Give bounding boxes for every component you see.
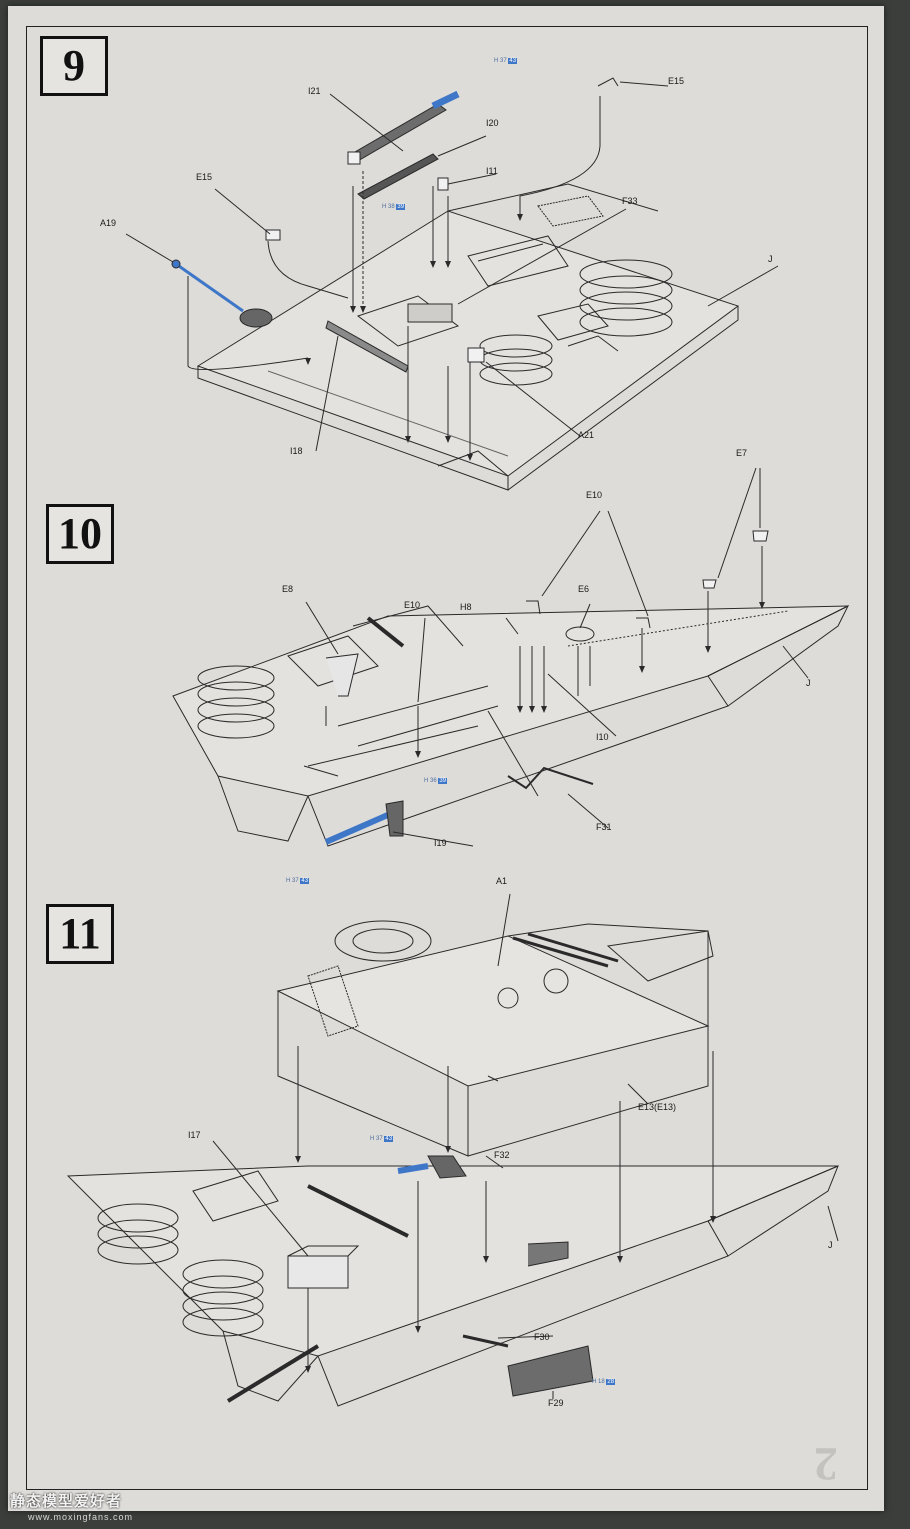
paint-ref: H 37 43	[494, 58, 518, 64]
paint-ref: H 36 39	[424, 778, 448, 784]
part-label: E13(E13)	[638, 1102, 677, 1112]
part-label: E7	[736, 448, 748, 458]
part-label: J	[768, 254, 773, 264]
part-label: E10	[586, 490, 603, 500]
part-label: E6	[578, 584, 590, 594]
step-number-9: 9	[40, 36, 108, 96]
part-label: E8	[282, 584, 294, 594]
part-label: I18	[290, 446, 303, 456]
part-label: I17	[188, 1130, 201, 1140]
step11-superstructure-drawing	[276, 920, 714, 1157]
part-label: E15	[196, 172, 213, 182]
part-label: H8	[460, 602, 472, 612]
part-label: J	[806, 678, 811, 688]
part-label: I21	[308, 86, 321, 96]
part-label: A21	[578, 430, 595, 440]
watermark-site-name: 静态模型爱好者	[10, 1493, 123, 1510]
part-label: J	[828, 1240, 833, 1250]
part-label: I19	[434, 838, 447, 848]
part-label: F33	[622, 196, 638, 206]
sheet-border	[26, 26, 868, 1490]
paint-ref: H 18 28	[592, 1379, 616, 1385]
part-label: F32	[494, 1150, 510, 1160]
part-label: I20	[486, 118, 499, 128]
assembly-drawings	[66, 77, 850, 1407]
paint-ref: H 37 43	[286, 878, 310, 884]
instruction-sheet: 9 10 11 I21 I20 I11 E15 E15 F33 A19 J I1…	[8, 6, 884, 1511]
paint-ref: H 37 43	[370, 1136, 394, 1142]
part-label: E15	[668, 76, 685, 86]
step11-hull-drawing	[66, 1155, 839, 1407]
page-number: 2	[814, 1437, 838, 1490]
paint-ref: H 38 39	[382, 204, 406, 210]
part-label: A19	[100, 218, 117, 228]
step-number-10: 10	[46, 504, 114, 564]
step-number-11: 11	[46, 904, 114, 964]
part-label: I11	[486, 166, 498, 176]
step9-hull-drawing	[196, 183, 740, 491]
watermark-url: www.moxingfans.com	[28, 1512, 134, 1522]
part-label: I10	[596, 732, 609, 742]
part-label: F29	[548, 1398, 564, 1408]
part-label: F30	[534, 1332, 550, 1342]
part-label: E10	[404, 600, 421, 610]
part-label: A1	[496, 876, 508, 886]
step10-hull-drawing	[172, 604, 850, 847]
part-label: F31	[596, 822, 612, 832]
